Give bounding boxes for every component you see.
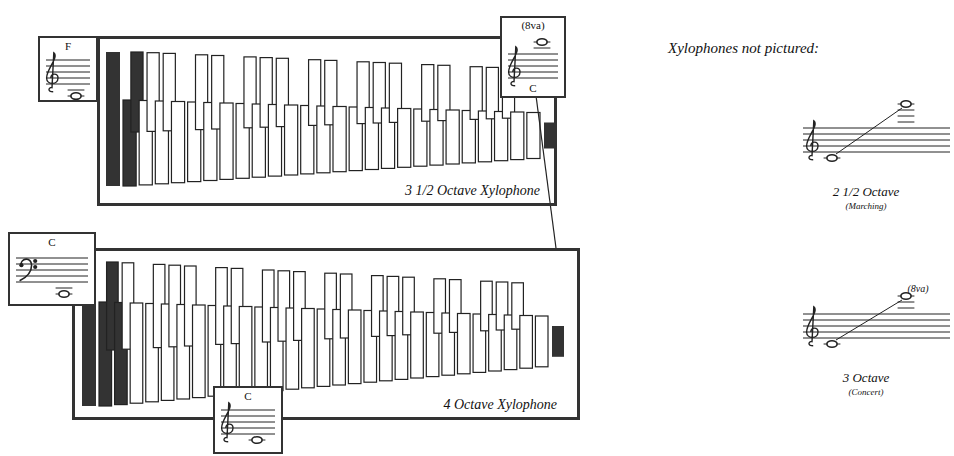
whole-note — [252, 437, 262, 444]
bass-clef — [20, 259, 32, 281]
ledger-line — [898, 122, 915, 123]
staff-line — [46, 60, 90, 61]
staff-line — [803, 134, 950, 135]
range-line — [836, 108, 902, 154]
treble-clef — [222, 403, 233, 442]
note-label: C — [10, 236, 94, 248]
range-inset: F — [38, 36, 98, 102]
range-label: 3 Octave — [843, 370, 890, 386]
natural-bar — [457, 314, 470, 374]
natural-bar — [239, 307, 252, 394]
note-label: (8va) — [502, 19, 564, 31]
natural-bar — [130, 303, 143, 403]
natural-bar — [348, 310, 361, 384]
staff-line — [16, 270, 88, 271]
staff-line — [803, 338, 950, 339]
note-label: C — [215, 390, 281, 402]
whole-note — [71, 93, 81, 100]
range-label: (Marching) — [845, 201, 886, 211]
staff-line — [803, 152, 950, 153]
staff-line — [221, 428, 275, 429]
natural-bar — [285, 105, 298, 175]
ledger-line — [898, 302, 915, 303]
instrument-name: 4 Octave Xylophone — [443, 397, 557, 413]
natural-bar — [398, 109, 411, 168]
whole-note — [59, 291, 69, 298]
ledger-line — [898, 110, 915, 111]
leader-line — [536, 98, 556, 248]
natural-bar — [520, 316, 533, 369]
staff-line — [803, 128, 950, 129]
section-heading: Xylophones not pictured: — [668, 40, 819, 57]
whole-note — [827, 155, 837, 162]
treble-clef — [509, 47, 520, 86]
treble-clef — [47, 53, 58, 92]
xylophone-bars — [106, 52, 556, 186]
keyboard-frame: 4 Octave Xylophone — [72, 248, 580, 420]
natural-bar — [220, 103, 233, 179]
range-line — [836, 300, 902, 340]
range-inset: C — [213, 386, 283, 454]
ledger-line — [898, 308, 915, 309]
xylophone-bars — [82, 262, 564, 406]
clef-dot — [19, 263, 23, 267]
natural-bar — [193, 305, 206, 398]
range-inset: (8va) C — [500, 16, 566, 98]
range-inset: C — [8, 232, 96, 306]
staff-line — [16, 282, 88, 283]
staff-line — [803, 140, 950, 141]
range-label: 2 1/2 Octave — [833, 184, 899, 200]
ledger-line — [56, 288, 73, 289]
range-label: (Concert) — [849, 387, 884, 397]
staff-line — [221, 416, 275, 417]
instrument-name: 3 1/2 Octave Xylophone — [405, 183, 540, 199]
natural-bar — [495, 112, 508, 161]
staff-line — [16, 264, 88, 265]
natural-bar — [411, 312, 424, 378]
whole-note — [901, 101, 911, 108]
range-examples — [803, 101, 950, 348]
natural-bar — [535, 316, 548, 367]
keyboard-frame: 3 1/2 Octave Xylophone — [97, 36, 557, 206]
range-label: (8va) — [907, 283, 928, 294]
staff-line — [803, 146, 950, 147]
note-label: F — [40, 40, 96, 52]
whole-note — [537, 39, 547, 46]
staff-line — [508, 72, 558, 73]
natural-bar — [446, 110, 459, 164]
natural-bar — [302, 309, 315, 388]
note-label: C — [502, 82, 564, 94]
natural-bar — [527, 113, 540, 159]
whole-note — [827, 341, 837, 348]
staff-line — [221, 422, 275, 423]
clef-dot — [33, 265, 37, 269]
natural-bar — [171, 102, 184, 183]
ledger-line — [68, 90, 85, 91]
end-block — [106, 52, 120, 186]
staff-line — [803, 314, 950, 315]
clef-dot — [33, 259, 37, 263]
ledger-line — [534, 48, 551, 49]
staff-line — [803, 320, 950, 321]
natural-bar — [333, 107, 346, 172]
end-block — [552, 326, 564, 357]
staff-line — [803, 326, 950, 327]
ledger-line — [898, 116, 915, 117]
staff-line — [803, 332, 950, 333]
treble-clef — [807, 307, 818, 346]
natural-bar — [511, 112, 524, 160]
treble-clef — [807, 121, 818, 160]
